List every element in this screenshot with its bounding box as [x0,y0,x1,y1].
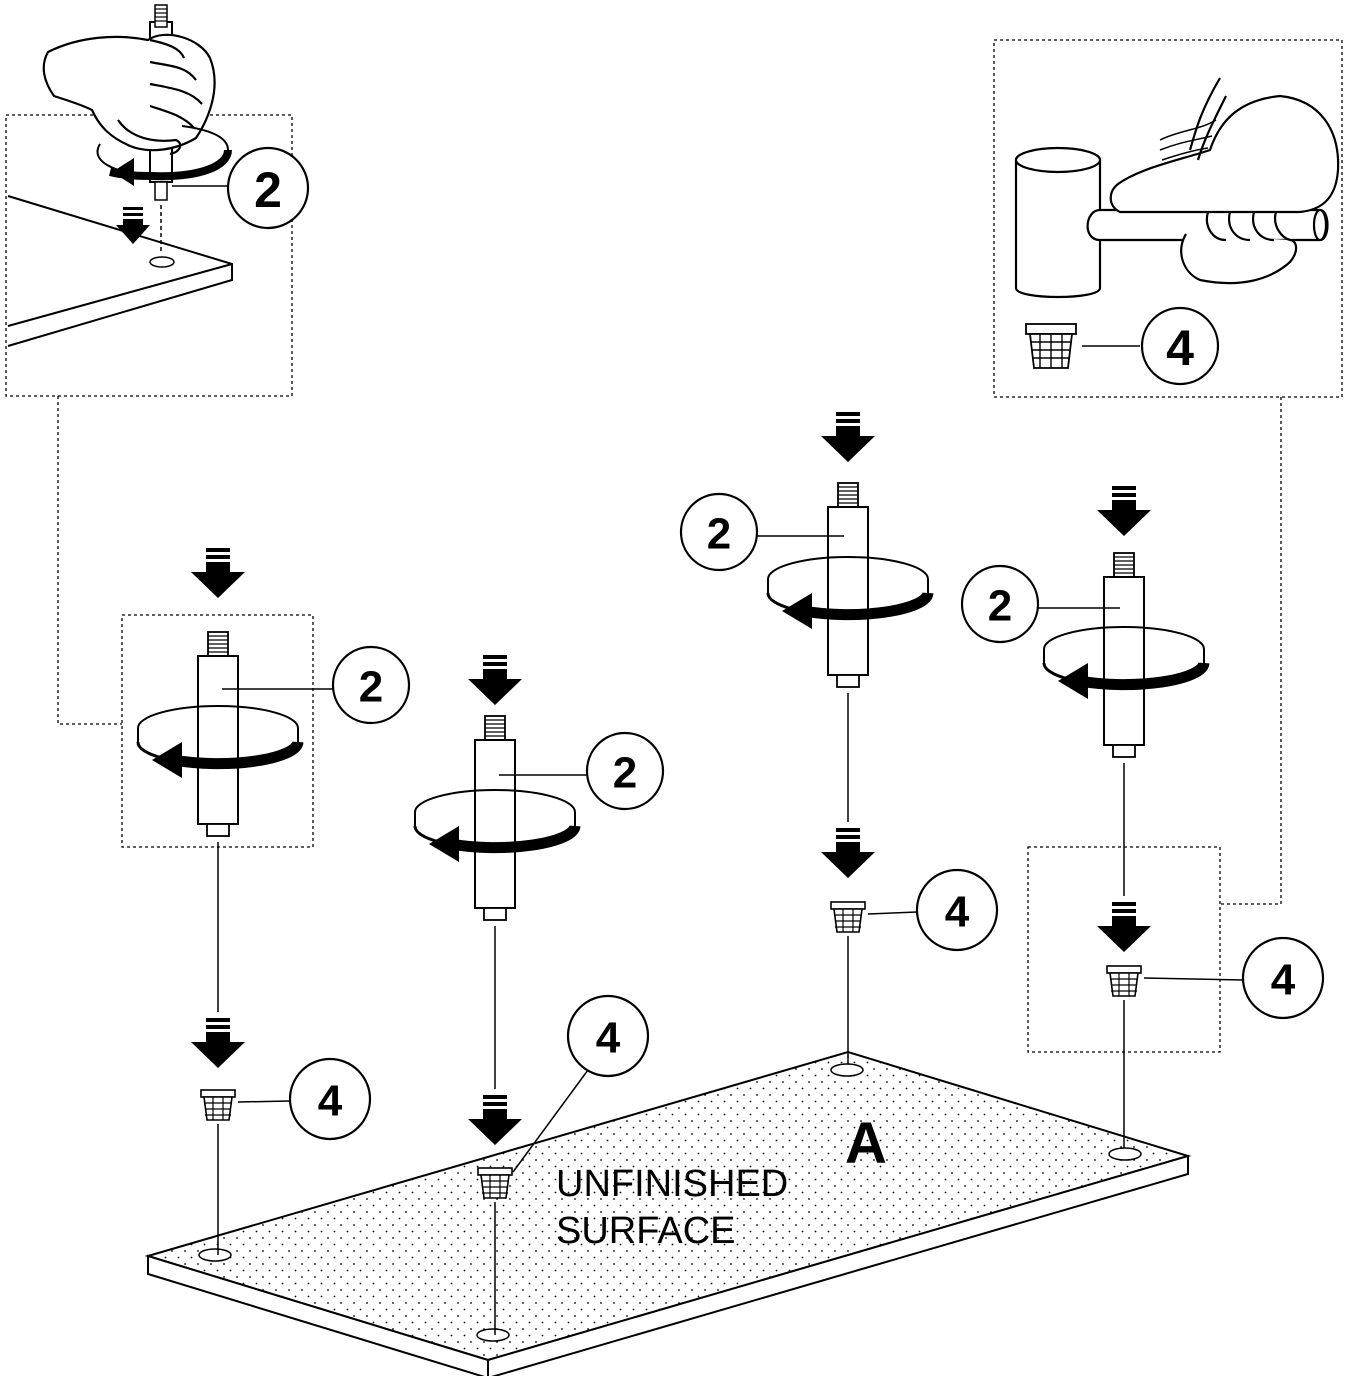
threaded-leg-icon [197,631,239,837]
callout-4-circle [915,868,999,952]
threaded-leg-icon [827,482,869,688]
rotation-arrow-icon [413,789,581,862]
callout-2-detail: 2 [254,162,282,218]
panel-a [144,1050,1192,1380]
callout-2-circle [585,731,665,811]
push-down-arrow-icon [821,828,875,878]
assembly-mid: 24 [413,655,665,1335]
callout-circle-4-detail [1140,306,1220,386]
rotation-arrow-icon [136,705,304,778]
callout-2-circle [960,564,1040,644]
callout-4-circle [288,1057,372,1141]
glide-insert-icon [477,1167,513,1199]
assembly-left: 24 [136,548,411,1255]
surface-label-line1: UNFINISHED [556,1163,788,1205]
glide-insert-icon [200,1089,236,1121]
panel-letter: A [845,1111,887,1176]
glide-insert-icon [1106,965,1142,997]
callout-2: 2 [613,749,637,798]
push-down-arrow-icon [191,548,245,598]
push-down-arrow-icon [116,207,150,244]
callout-2-circle [679,492,759,572]
callout-4: 4 [1271,956,1296,1005]
push-down-arrow-icon [1097,902,1151,952]
push-down-arrow-icon [468,655,522,705]
threaded-leg-icon [474,715,516,921]
callout-4: 4 [318,1077,343,1126]
push-down-arrow-icon [1097,486,1151,536]
callout-2-circle [331,645,411,725]
callout-4: 4 [596,1014,621,1063]
push-down-arrow-icon [821,412,875,462]
rotation-arrow-icon [96,125,232,186]
hand-turning-icon [42,33,216,156]
callout-4-circle [1241,936,1325,1020]
callout-2: 2 [988,582,1012,631]
rotation-arrow-icon [1042,626,1210,699]
glide-insert-icon [1025,323,1077,369]
panel-holes [198,1063,1142,1342]
rotation-arrow-icon [766,556,934,629]
detail-hand-turning: 2 [7,4,310,347]
assembly-right: 24 [960,486,1325,1148]
callout-2: 2 [707,510,731,559]
assembly-mid-right: 24 [679,412,999,1064]
callout-4-detail: 4 [1166,320,1194,376]
callout-2: 2 [359,663,383,712]
surface-label-line2: SURFACE [556,1210,735,1252]
callout-circle-2-detail [226,146,310,230]
push-down-arrow-icon [468,1095,522,1145]
callout-4-circle [566,994,650,1078]
glide-insert-icon [830,901,866,933]
threaded-leg-icon [1103,552,1145,758]
hand-gripping-icon [1109,77,1340,285]
callout-4: 4 [945,888,970,937]
rubber-mallet-icon [1014,146,1329,299]
push-down-arrow-icon [191,1018,245,1068]
detail-mallet: 4 [1014,77,1340,386]
